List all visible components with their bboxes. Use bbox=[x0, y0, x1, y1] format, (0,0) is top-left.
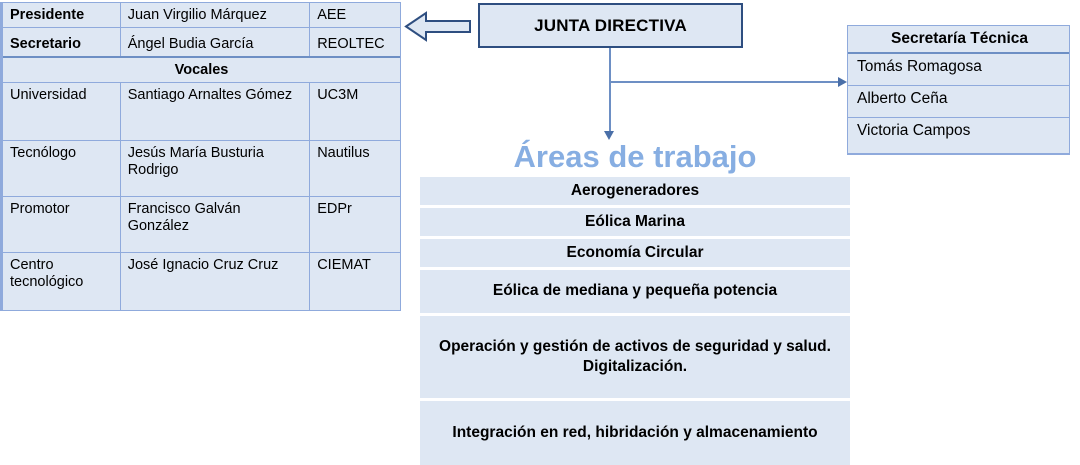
secretaria-tecnica-table: Secretaría Técnica Tomás Romagosa Albert… bbox=[847, 25, 1070, 155]
table-row: Alberto Ceña bbox=[848, 86, 1069, 118]
table-row: Centro tecnológico José Ignacio Cruz Cru… bbox=[3, 253, 400, 311]
secretaria-tecnica-header: Secretaría Técnica bbox=[890, 30, 1028, 47]
connector-line-vertical bbox=[609, 48, 611, 134]
table-row: Universidad Santiago Arnaltes Gómez UC3M bbox=[3, 83, 400, 141]
row-org: EDPr bbox=[317, 201, 352, 217]
row-org: AEE bbox=[317, 7, 347, 23]
junta-directiva-box: JUNTA DIRECTIVA bbox=[478, 3, 743, 48]
list-item: Economía Circular bbox=[420, 239, 850, 267]
row-name: Francisco Galván González bbox=[121, 197, 311, 252]
row-org: UC3M bbox=[317, 87, 359, 103]
row-role: Centro tecnológico bbox=[3, 253, 121, 311]
row-name: Juan Virgilio Márquez bbox=[121, 3, 311, 27]
row-org: Nautilus bbox=[317, 145, 370, 161]
secretaria-tecnica-header-row: Secretaría Técnica bbox=[848, 26, 1069, 54]
table-row: Victoria Campos bbox=[848, 118, 1069, 154]
areas-de-trabajo-title: Áreas de trabajo bbox=[513, 139, 757, 174]
row-name: Santiago Arnaltes Gómez bbox=[121, 83, 311, 140]
table-row: Tomás Romagosa bbox=[848, 54, 1069, 86]
table-row: Secretario Ángel Budia García REOLTEC bbox=[3, 28, 400, 58]
row-role: Promotor bbox=[3, 197, 121, 252]
member-name: Victoria Campos bbox=[857, 122, 971, 139]
row-name: Jesús María Busturia Rodrigo bbox=[121, 141, 311, 196]
table-row: Tecnólogo Jesús María Busturia Rodrigo N… bbox=[3, 141, 400, 197]
arrow-down-icon bbox=[604, 131, 614, 140]
arrow-right-icon bbox=[838, 77, 847, 87]
section-label-vocales: Vocales bbox=[174, 62, 229, 78]
member-name: Tomás Romagosa bbox=[857, 58, 982, 75]
areas-de-trabajo-list: Aerogeneradores Eólica Marina Economía C… bbox=[420, 177, 850, 465]
row-role: Tecnólogo bbox=[3, 141, 121, 196]
connector-line-horizontal bbox=[609, 81, 841, 83]
junta-composition-table: Presidente Juan Virgilio Márquez AEE Sec… bbox=[0, 2, 401, 311]
list-item: Integración en red, hibridación y almace… bbox=[420, 401, 850, 465]
list-item: Operación y gestión de activos de seguri… bbox=[420, 316, 850, 398]
member-name: Alberto Ceña bbox=[857, 90, 948, 107]
list-item: Eólica de mediana y pequeña potencia bbox=[420, 270, 850, 313]
table-row: Presidente Juan Virgilio Márquez AEE bbox=[3, 3, 400, 28]
table-section-header-row: Vocales bbox=[3, 58, 400, 83]
row-org: CIEMAT bbox=[317, 257, 371, 273]
row-role: Universidad bbox=[3, 83, 121, 140]
row-org: REOLTEC bbox=[317, 36, 385, 52]
row-role: Presidente bbox=[3, 3, 121, 27]
row-name: José Ignacio Cruz Cruz bbox=[121, 253, 311, 311]
list-item: Aerogeneradores bbox=[420, 177, 850, 205]
row-role: Secretario bbox=[3, 28, 121, 56]
list-item: Eólica Marina bbox=[420, 208, 850, 236]
block-arrow-left-icon bbox=[404, 11, 471, 42]
row-name: Ángel Budia García bbox=[121, 28, 311, 56]
table-row: Promotor Francisco Galván González EDPr bbox=[3, 197, 400, 253]
